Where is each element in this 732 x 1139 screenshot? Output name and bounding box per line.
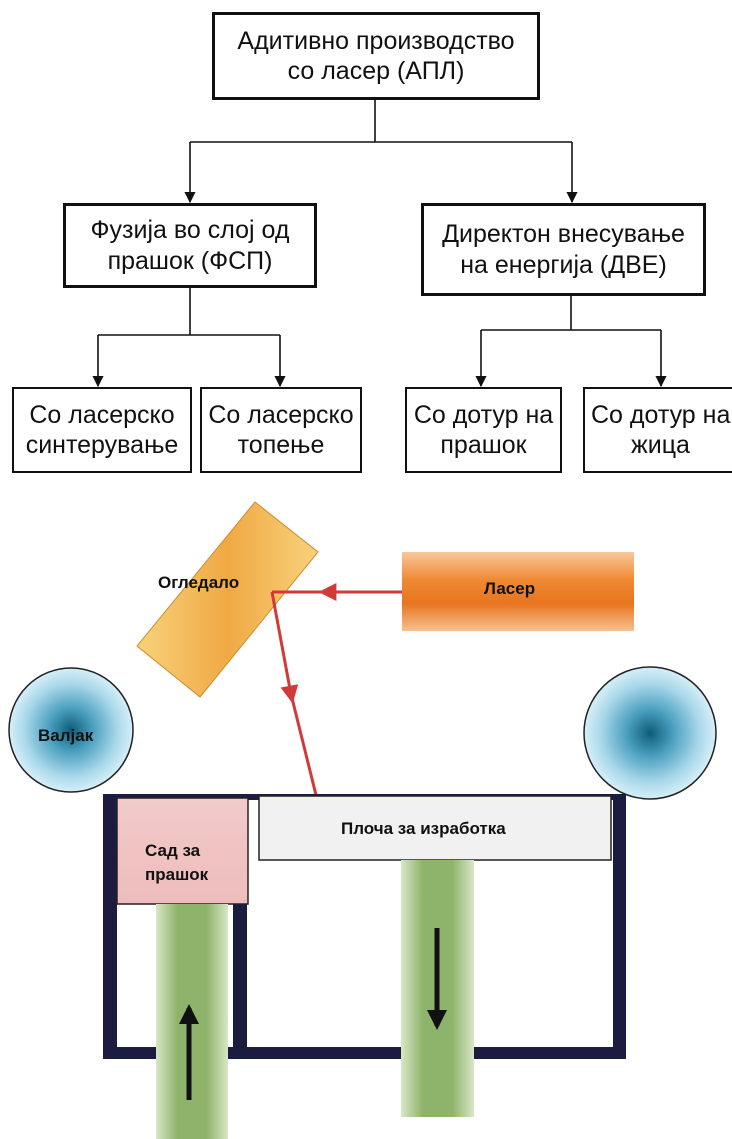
leaf-4-line2: жица: [631, 431, 690, 459]
leaf-3-line2: прашок: [440, 431, 527, 459]
mirror: [136, 501, 319, 698]
root-line2: со ласер (АПЛ): [287, 57, 465, 85]
build-platform: [258, 795, 612, 861]
mirror-label: Огледало: [158, 573, 240, 592]
leaf-wire-feed: Со дотур на жица: [583, 387, 732, 473]
leaf-2-line1: Со ласерско: [208, 400, 354, 429]
root-line1: Адитивно производство: [237, 26, 515, 55]
laser-beam: [270, 583, 402, 796]
roller-label: Валјак: [38, 726, 94, 745]
roller-right: [583, 666, 717, 800]
flowchart-connectors: [92, 100, 667, 388]
leaf-1-line1: Со ласерско: [29, 400, 175, 429]
machine-frame: [103, 794, 626, 1059]
fsp-line2: прашок (ФСП): [107, 246, 273, 275]
fsp-node: Фузија во слој од прашок (ФСП): [63, 203, 317, 288]
powder-bin-label-line1: Сад за: [145, 841, 201, 860]
powder-bin-label-line2: прашок: [145, 865, 209, 884]
laser-label: Ласер: [484, 579, 536, 598]
fsp-line1: Фузија во слој од: [90, 216, 290, 244]
dve-line2: на енергија (ДВЕ): [460, 250, 667, 279]
powder-bin: [116, 797, 249, 905]
leaf-1-line2: синтерување: [25, 431, 179, 459]
powder-piston: [156, 904, 228, 1139]
leaf-3-line1: Со дотур на: [413, 400, 554, 429]
root-node: Адитивно производство со ласер (АПЛ): [212, 12, 540, 100]
platform-label: Плоча за изработка: [341, 819, 506, 838]
leaf-2-line2: топење: [237, 431, 325, 459]
leaf-powder-feed: Со дотур на прашок: [405, 387, 562, 473]
roller-left: [8, 667, 134, 793]
laser-source: [402, 552, 634, 631]
dve-node: Директон внесување на енергија (ДВЕ): [421, 203, 706, 296]
lpbf-machine-diagram: [8, 501, 717, 1139]
leaf-laser-melting: Со ласерско топење: [200, 387, 362, 473]
leaf-4-line1: Со дотур на: [591, 400, 731, 429]
leaf-laser-sintering: Со ласерско синтерување: [12, 387, 192, 473]
dve-line1: Директон внесување: [442, 220, 685, 248]
